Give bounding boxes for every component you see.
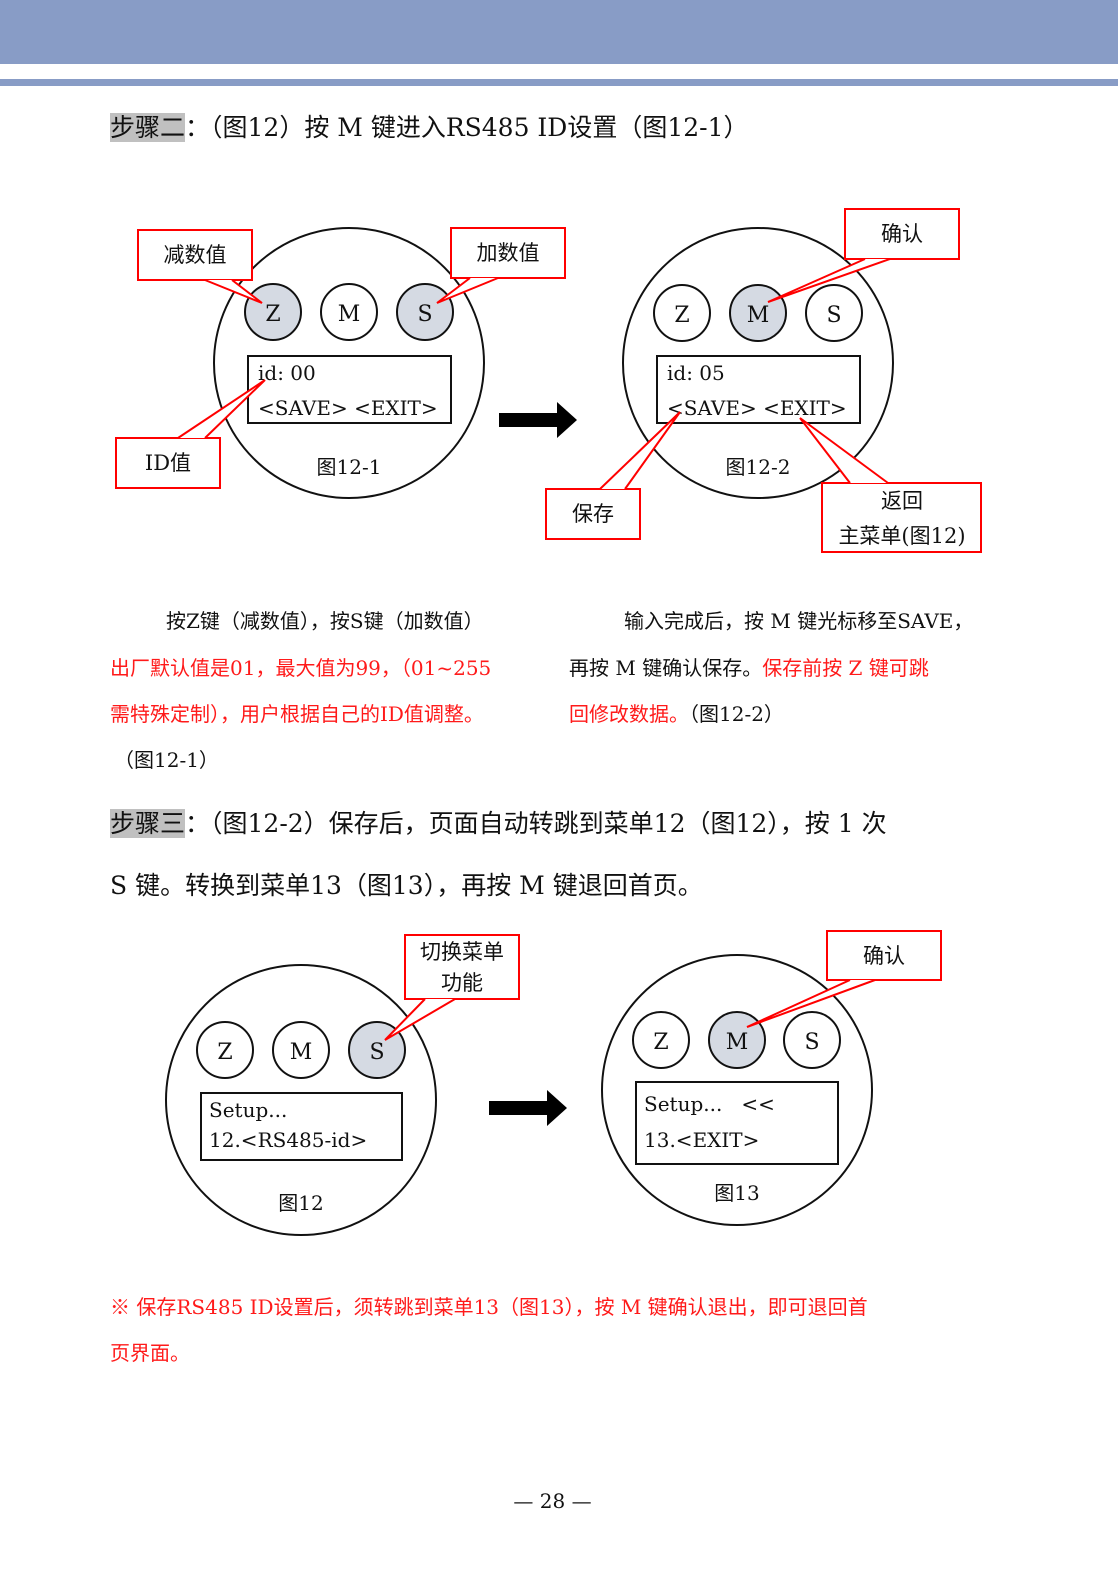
right-para-black: （图12-2） [689, 702, 784, 726]
step2-text: ：（图12）按 M 键进入RS485 ID设置（图12-1） [185, 113, 749, 142]
left-para-line2: 出厂默认值是01，最大值为99，（01~255 [110, 656, 492, 680]
right-para-line2: 再按 M 键确认保存。保存前按 Z 键可跳 [569, 652, 929, 681]
z-button: Z [265, 302, 280, 327]
callout-id: ID值 [145, 451, 191, 475]
callout-back: 返回 [881, 489, 923, 513]
figure-13: Z M S Setup... << 13.<EXIT> 图13 确认 [601, 930, 942, 1226]
z-button: Z [217, 1040, 232, 1065]
figure-12-1: Z M S id: 00 <SAVE> <EXIT> 图12-1 减数值 加数值… [115, 227, 566, 499]
figure-caption: 图12 [278, 1191, 323, 1215]
s-button: S [804, 1030, 819, 1055]
step3-line2: S 键。转换到菜单13（图13），再按 M 键退回首页。 [110, 871, 703, 900]
step2-label: 步骤二 [110, 113, 186, 142]
step3-line1: ：（图12-2）保存后，页面自动转跳到菜单12（图12），按 1 次 [185, 809, 887, 838]
callout-plus: 加数值 [477, 241, 540, 265]
m-button: M [747, 303, 770, 328]
z-button: Z [674, 303, 689, 328]
step3-label: 步骤三 [110, 809, 186, 838]
header-band [0, 0, 1118, 64]
note-line2: 页界面。 [110, 1341, 190, 1365]
right-para-red: 回修改数据。 [569, 702, 689, 726]
figure-12: Z M S Setup... 12.<RS485-id> 图12 切换菜单 功能 [165, 934, 520, 1236]
figure-caption: 图12-2 [726, 455, 791, 479]
m-button: M [726, 1030, 749, 1055]
note-line1: ※ 保存RS485 ID设置后，须转跳到菜单13（图13），按 M 键确认退出，… [110, 1295, 868, 1319]
callout-function: 功能 [441, 971, 483, 995]
page-number: — 28 — [513, 1489, 592, 1513]
figure-12-2: Z M S id: 05 <SAVE> <EXIT> 图12-2 确认 保存 返… [545, 208, 982, 553]
right-para-red: 保存前按 Z 键可跳 [762, 656, 929, 680]
callout-minus: 减数值 [164, 243, 227, 267]
s-button: S [369, 1040, 384, 1065]
right-para-black: 再按 M 键确认保存。 [569, 656, 763, 680]
arrow-right-icon [489, 1090, 567, 1126]
step3-heading: 步骤三：（图12-2）保存后，页面自动转跳到菜单12（图12），按 1 次 [110, 804, 887, 840]
lcd-line2: <SAVE> <EXIT> [258, 396, 438, 420]
figure-caption: 图13 [714, 1181, 759, 1205]
lcd-line2: 12.<RS485-id> [209, 1128, 367, 1152]
s-button: S [826, 303, 841, 328]
m-button: M [290, 1040, 313, 1065]
arrow-right-icon [499, 402, 577, 438]
left-para-line4: （图12-1） [114, 748, 219, 772]
m-button: M [338, 302, 361, 327]
lcd-line2: 13.<EXIT> [644, 1128, 759, 1152]
z-button: Z [653, 1030, 668, 1055]
callout-confirm: 确认 [881, 222, 923, 246]
left-para-line1: 按Z键（减数值），按S键（加数值） [166, 609, 484, 633]
lcd-line1: id: 05 [667, 361, 725, 385]
lcd-line1: Setup... << [644, 1092, 775, 1116]
callout-save: 保存 [572, 502, 614, 526]
lcd-line1: id: 00 [258, 361, 316, 385]
header-rule [0, 79, 1118, 86]
lcd-line2: <SAVE> <EXIT> [667, 396, 847, 420]
s-button: S [417, 302, 432, 327]
step2-heading: 步骤二：（图12）按 M 键进入RS485 ID设置（图12-1） [110, 108, 749, 144]
left-para-line3: 需特殊定制），用户根据自己的ID值调整。 [110, 702, 484, 726]
callout-main-menu: 主菜单(图12) [838, 524, 965, 548]
figure-caption: 图12-1 [317, 455, 382, 479]
right-para-line1: 输入完成后，按 M 键光标移至SAVE， [624, 609, 974, 633]
right-para-line3: 回修改数据。（图12-2） [569, 698, 784, 727]
lcd-line1: Setup... [209, 1098, 287, 1122]
callout-confirm: 确认 [863, 944, 905, 968]
callout-switch-menu: 切换菜单 [420, 940, 504, 964]
